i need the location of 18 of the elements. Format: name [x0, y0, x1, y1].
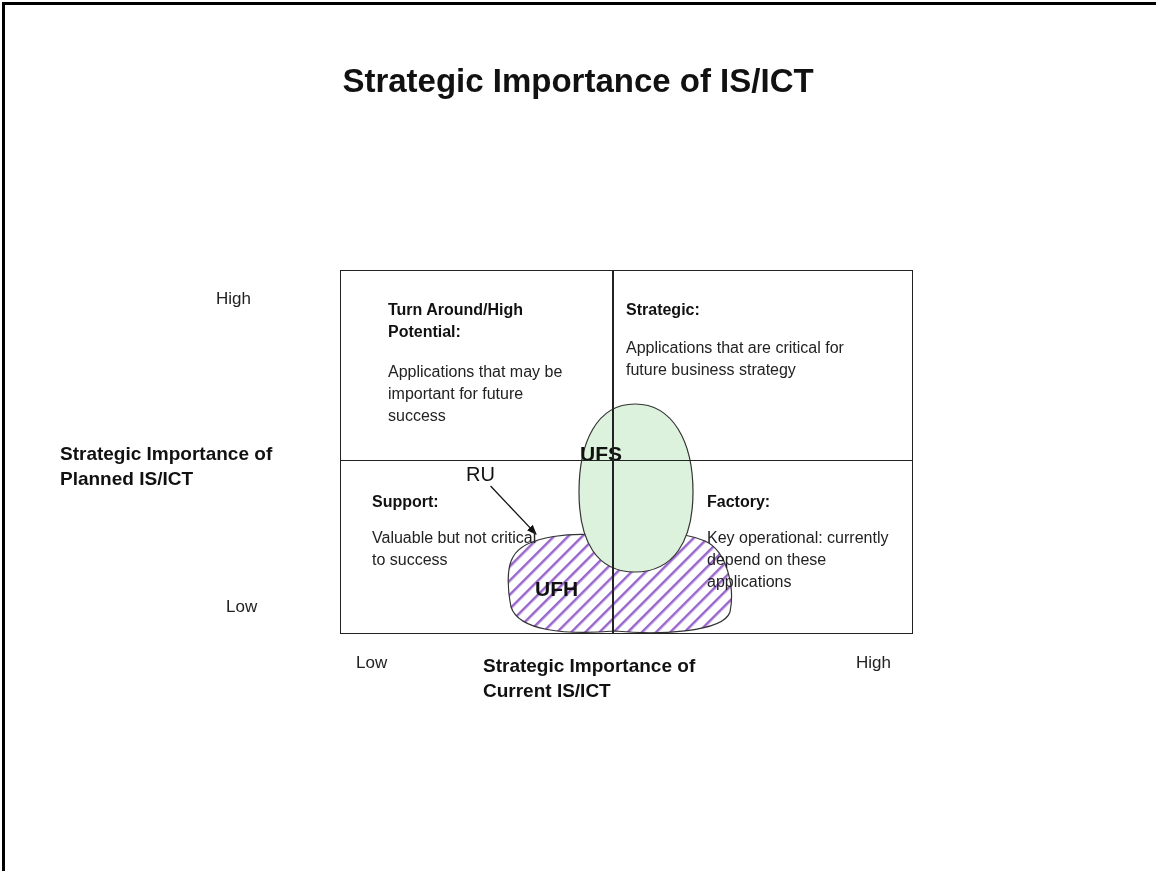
title: Strategic Importance of IS/ICT [341, 62, 815, 100]
quadrant-heading: Support: [372, 492, 440, 512]
axis-tick-label: Low [226, 597, 258, 617]
quadrant-description: Applications that are critical for future business strategy [626, 338, 845, 380]
axis-tick-label: High [856, 653, 891, 673]
axis-tick-label: Low [356, 653, 388, 673]
axis-tick-label: High [216, 289, 251, 309]
arrow [489, 485, 537, 535]
matrix-quadrant [340, 460, 613, 634]
callout-label: RU [466, 463, 495, 486]
quadrant-heading: Turn Around/High Potential: [388, 300, 525, 342]
axis-title: Strategic Importance of Current IS/ICT [483, 654, 697, 703]
matrix-quadrant [613, 460, 913, 634]
quadrant-description: Valuable but not critical to success [372, 528, 538, 570]
quadrant-heading: Strategic: [626, 300, 701, 320]
axis-title: Strategic Importance of Planned IS/ICT [60, 442, 274, 491]
quadrant-heading: Factory: [707, 492, 772, 512]
quadrant-description: Applications that may be important for future success [388, 362, 564, 426]
